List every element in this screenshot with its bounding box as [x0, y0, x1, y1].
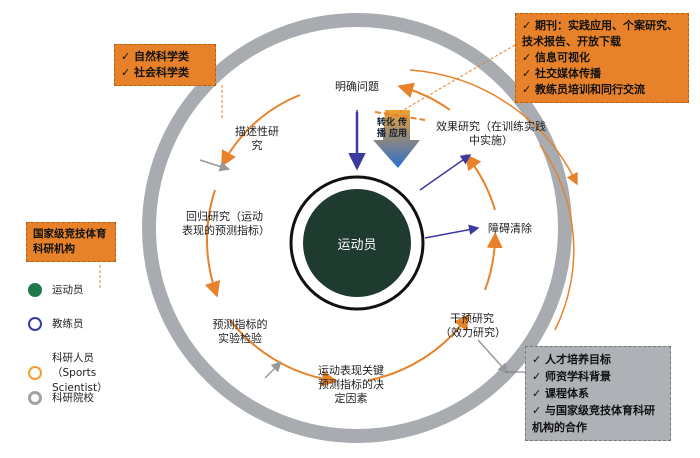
science-item: ✓ 自然科学类 [121, 50, 190, 63]
stage-experimental: 预测指标的实验检验 [212, 318, 268, 345]
legend-label: 科研院校 [52, 392, 94, 404]
navy-arrows [348, 110, 480, 239]
stage-effect: 效果研究（在训练实践中实施） [436, 120, 546, 147]
dissemination-item: ✓ 期刊：实践应用、个案研究、技术报告、开放下载 [522, 19, 679, 48]
stage-determinants: 运动表现关键预测指标的决定因素 [318, 364, 384, 405]
university-box: ✓ 人才培养目标 ✓ 师资学科背景 ✓ 课程体系 ✓ 与国家级竞技体育科研机构的… [525, 346, 671, 441]
legend-label: 教练员 [52, 318, 84, 330]
navy-circle-icon [28, 316, 42, 331]
science-box: ✓ 自然科学类 ✓ 社会科学类 [114, 44, 216, 86]
orange-circle-icon [28, 365, 42, 380]
stage-descriptive: 描述性研究 [235, 125, 279, 152]
legend-scientist: 科研人员（Sports Scientist） [28, 350, 138, 395]
legend-university: 科研院校 [28, 390, 94, 405]
legend-title: 国家级竞技体育科研机构 [26, 222, 116, 262]
legend-athlete: 运动员 [28, 282, 84, 297]
translation-arrow [373, 110, 420, 168]
university-item: ✓ 师资学科背景 [532, 370, 612, 383]
dissemination-item: ✓ 教练员培训和同行交流 [522, 83, 646, 96]
legend-label: 运动员 [52, 284, 84, 296]
legend-coach: 教练员 [28, 316, 84, 331]
gray-arrows [199, 159, 509, 379]
athlete-circle [303, 189, 411, 297]
science-item: ✓ 社会科学类 [121, 66, 190, 79]
stage-barrier: 障碍清除 [488, 222, 532, 235]
dissemination-item: ✓ 信息可视化 [522, 51, 591, 64]
translation-label: 转化 传播 应用 [376, 118, 408, 139]
university-item: ✓ 人才培养目标 [532, 353, 612, 366]
stage-regression: 回归研究（运动表现的预测指标） [182, 210, 270, 237]
university-ring [142, 13, 572, 443]
gray-circle-icon [28, 390, 42, 405]
coach-ring [289, 175, 425, 311]
dissemination-box: ✓ 期刊：实践应用、个案研究、技术报告、开放下载 ✓ 信息可视化 ✓ 社交媒体传… [515, 13, 689, 103]
legend-label: 科研人员（Sports Scientist） [52, 352, 108, 394]
university-item: ✓ 与国家级竞技体育科研机构的合作 [532, 404, 656, 434]
dissemination-item: ✓ 社交媒体传播 [522, 67, 602, 80]
stage-define-problem: 明确问题 [335, 80, 379, 93]
university-item: ✓ 课程体系 [532, 387, 590, 400]
stage-intervention: 干预研究（效力研究） [440, 312, 506, 339]
orange-cycle-arrows [204, 69, 578, 387]
athlete-label: 运动员 [337, 238, 377, 253]
green-circle-icon [28, 282, 42, 297]
